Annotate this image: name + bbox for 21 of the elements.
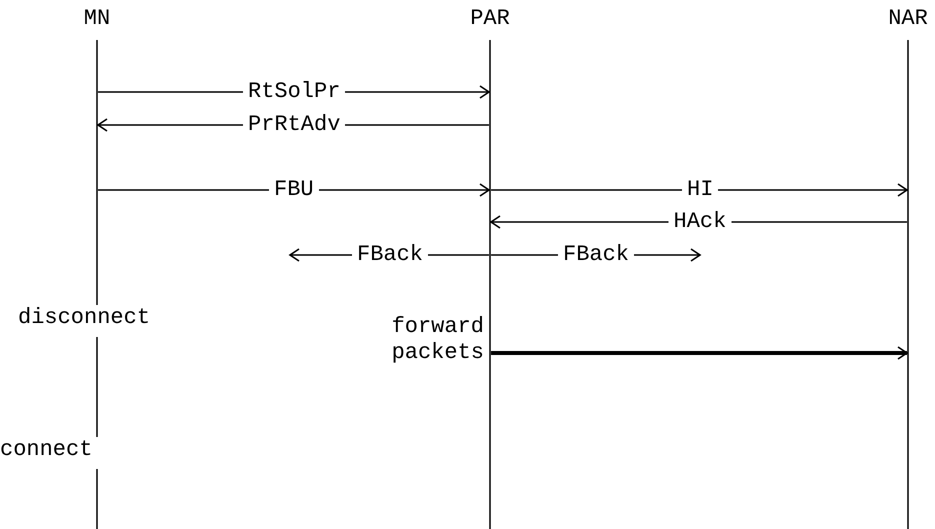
arrow (491, 346, 908, 360)
edge-label: HI (687, 177, 714, 203)
edge-label: forward packets (390, 314, 484, 366)
arrow (289, 248, 490, 262)
edge-label: FBack (563, 242, 630, 268)
edge-label: RtSolPr (248, 79, 340, 105)
arrow (490, 215, 908, 229)
edge-label: FBack (357, 242, 424, 268)
arrow (97, 85, 490, 99)
arrow (490, 183, 908, 197)
edge-label: PrRtAdv (248, 112, 340, 138)
lifeline-note: disconnect (18, 305, 150, 331)
lifeline-note: connect (0, 437, 92, 463)
arrow (97, 183, 490, 197)
lifeline-header: MN (82, 6, 112, 32)
edge-label: FBU (274, 177, 314, 203)
arrow (490, 248, 701, 262)
edge-label: HAck (674, 209, 726, 235)
lifeline-header: PAR (469, 6, 511, 32)
lifeline-header: NAR (887, 6, 929, 32)
arrow (97, 118, 490, 132)
